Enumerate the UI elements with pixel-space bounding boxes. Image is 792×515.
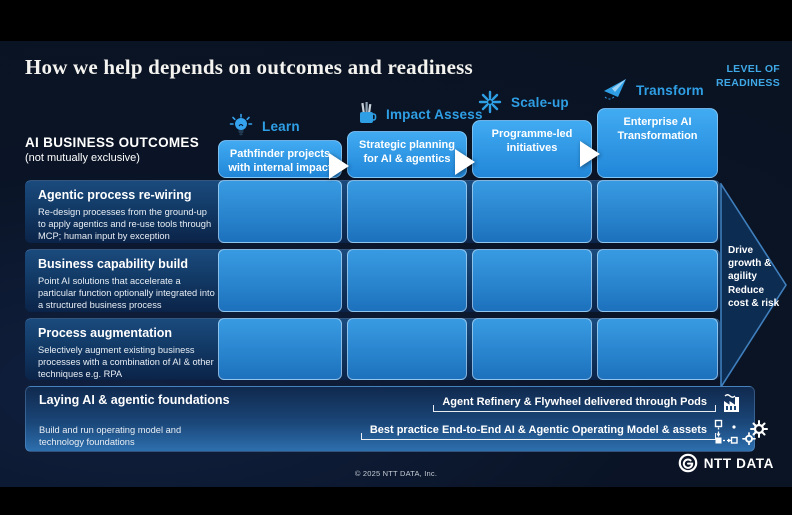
row-agentic-process-rewiring: Agentic process re-wiring Re-design proc… xyxy=(25,180,720,243)
arrow-impact-to-scaleup-icon xyxy=(455,149,475,175)
column-box-strategic-planning: Strategic planning for AI & agentics xyxy=(347,131,467,178)
column-box-enterprise-ai: Enterprise AI Transformation xyxy=(597,108,718,178)
copyright-text: © 2025 NTT DATA, Inc. xyxy=(354,469,438,478)
phase-label-learn: Learn xyxy=(262,118,300,134)
foundations-band: Laying AI & agentic foundations Build an… xyxy=(25,386,768,452)
row-title: Process augmentation xyxy=(38,326,173,340)
readiness-arrow-shape xyxy=(720,183,787,388)
row-process-augmentation: Process augmentation Selectively augment… xyxy=(25,318,720,380)
foundations-description: Build and run operating model and techno… xyxy=(39,425,182,448)
pencil-cup-icon xyxy=(360,102,377,123)
flower-icon xyxy=(478,90,502,114)
column-box-programme-led: Programme-led initiatives xyxy=(472,120,592,178)
row-description: Selectively augment existing business pr… xyxy=(38,345,214,379)
page-title: How we help depends on outcomes and read… xyxy=(25,55,473,79)
level-of-readiness-label: LEVEL OF READINESS xyxy=(716,63,780,89)
phase-impact-assess: Impact Assess xyxy=(352,99,483,129)
banner-agent-refinery: Agent Refinery & Flywheel delivered thro… xyxy=(433,396,716,412)
banner-best-practice: Best practice End-to-End AI & Agentic Op… xyxy=(360,424,717,440)
column-box-pathfinder: Pathfinder projects with internal impact xyxy=(218,140,342,178)
readiness-arrow-text: Drive growth & agility Reduce cost & ris… xyxy=(728,245,780,309)
workflow-icon xyxy=(714,419,738,444)
foundations-title: Laying AI & agentic foundations xyxy=(39,393,230,407)
ai-business-outcomes-header: AI BUSINESS OUTCOMES (not mutually exclu… xyxy=(25,135,199,164)
phase-label-impact-assess: Impact Assess xyxy=(386,106,483,122)
outcomes-title: AI BUSINESS OUTCOMES xyxy=(25,135,200,150)
arrow-learn-to-impact-icon xyxy=(329,153,349,179)
row-description: Point AI solutions that accelerate a par… xyxy=(38,276,215,310)
ntt-data-logo: NTT DATA xyxy=(678,453,774,473)
row-title: Agentic process re-wiring xyxy=(38,188,192,202)
phase-transform: Transform xyxy=(602,75,704,105)
ntt-data-logo-text: NTT DATA xyxy=(703,455,774,471)
lightbulb-icon xyxy=(229,113,253,136)
phase-label-scale-up: Scale-up xyxy=(511,94,569,110)
outcomes-subtitle: (not mutually exclusive) xyxy=(25,152,140,164)
paper-plane-icon xyxy=(604,79,626,100)
row-business-capability-build: Business capability build Point AI solut… xyxy=(25,249,720,312)
phase-scale-up: Scale-up xyxy=(477,87,569,117)
phase-learn: Learn xyxy=(228,111,300,141)
slide-background: How we help depends on outcomes and read… xyxy=(0,41,792,487)
phase-label-transform: Transform xyxy=(636,82,704,98)
row-description: Re-design processes from the ground-up t… xyxy=(38,207,212,241)
gears-icon xyxy=(742,420,768,445)
ntt-data-logo-icon xyxy=(678,453,698,473)
factory-icon xyxy=(724,394,739,412)
arrow-scaleup-to-transform-icon xyxy=(580,141,600,167)
row-title: Business capability build xyxy=(38,257,189,271)
